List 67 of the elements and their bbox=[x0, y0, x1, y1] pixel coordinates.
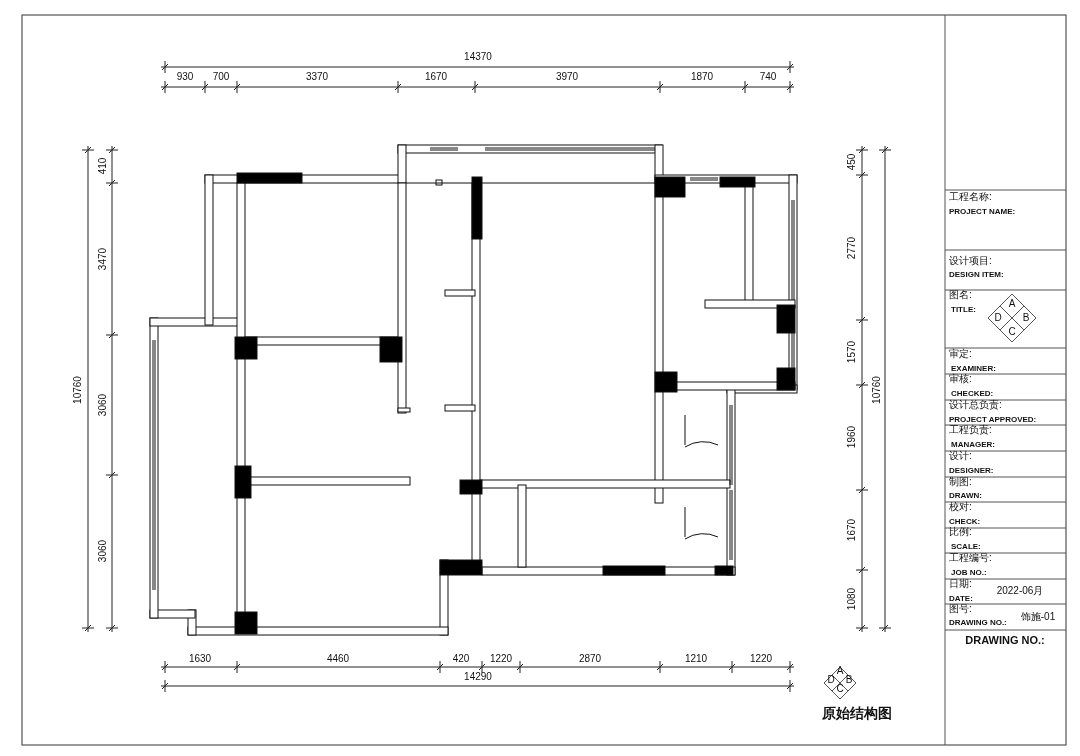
dimension-label: 14290 bbox=[464, 672, 492, 682]
field-label: DATE: bbox=[949, 595, 973, 603]
dimension-label: 1870 bbox=[690, 72, 714, 82]
dimension-label: 1570 bbox=[847, 340, 857, 364]
field-label: CHECKED: bbox=[951, 390, 994, 398]
dimension-label: 700 bbox=[212, 72, 230, 82]
dimension-label: 10760 bbox=[872, 376, 882, 404]
field-label: 设计总负责: bbox=[949, 400, 1002, 410]
field-label: PROJECT NAME: bbox=[949, 208, 1016, 216]
field-label: 图名: bbox=[949, 290, 972, 300]
dimension-label: 1220 bbox=[749, 654, 773, 664]
field-label: DRAWN: bbox=[949, 492, 982, 500]
field-label: 日期: bbox=[949, 579, 972, 589]
field-label: 比例: bbox=[949, 527, 972, 537]
field-label: 审定: bbox=[949, 349, 972, 359]
field-label: PROJECT APPROVED: bbox=[949, 416, 1037, 424]
field-label: JOB NO.: bbox=[951, 569, 987, 577]
dimension-label: 930 bbox=[176, 72, 194, 82]
field-label: CHECK: bbox=[949, 518, 981, 526]
dimension-label: 1080 bbox=[847, 587, 857, 611]
field-value: 2022-06月 bbox=[996, 586, 1044, 596]
field-label: 工程名称: bbox=[949, 192, 992, 202]
field-label: 工程编号: bbox=[949, 553, 992, 563]
dimension-label: 1960 bbox=[847, 425, 857, 449]
dimension-label: 3470 bbox=[98, 247, 108, 271]
dimension-label: 10760 bbox=[73, 376, 83, 404]
dimension-label: 3060 bbox=[98, 539, 108, 563]
field-label: EXAMINER: bbox=[951, 365, 996, 373]
drawing-title: 原始结构图 bbox=[822, 706, 892, 720]
field-label: 工程负责: bbox=[949, 425, 992, 435]
dimension-label: 1670 bbox=[847, 518, 857, 542]
dimension-label: 4460 bbox=[326, 654, 350, 664]
dimension-label: 3970 bbox=[555, 72, 579, 82]
dimension-label: 1210 bbox=[684, 654, 708, 664]
symbol-letter: D bbox=[994, 313, 1002, 323]
field-label: 设计: bbox=[949, 451, 972, 461]
field-label: DRAWING NO.: bbox=[949, 619, 1007, 627]
dimension-label: 3370 bbox=[305, 72, 329, 82]
field-label: TITLE: bbox=[951, 306, 976, 314]
symbol-letter: A bbox=[1008, 299, 1016, 309]
field-label: 设计项目: bbox=[949, 256, 992, 266]
symbol-letter: B bbox=[845, 675, 853, 685]
dimension-label: 2870 bbox=[578, 654, 602, 664]
field-label: 审核: bbox=[949, 374, 972, 384]
dimension-label: 740 bbox=[759, 72, 777, 82]
symbol-letter: D bbox=[827, 675, 835, 685]
dimension-label: 14370 bbox=[464, 52, 492, 62]
dimension-label: 450 bbox=[847, 153, 857, 171]
field-value: 饰施-01 bbox=[1020, 612, 1056, 622]
field-label: 校对: bbox=[949, 502, 972, 512]
dimension-label: 1630 bbox=[188, 654, 212, 664]
dimension-label: 420 bbox=[452, 654, 470, 664]
dimension-label: 1670 bbox=[424, 72, 448, 82]
field-label: 制图: bbox=[949, 477, 972, 487]
dimension-label: 1220 bbox=[489, 654, 513, 664]
field-label: DESIGN ITEM: bbox=[949, 271, 1004, 279]
field-label: DRAWING NO.: bbox=[965, 634, 1045, 646]
field-label: SCALE: bbox=[951, 543, 981, 551]
field-label: MANAGER: bbox=[951, 441, 995, 449]
dimension-label: 3060 bbox=[98, 393, 108, 417]
symbol-letter: C bbox=[1008, 327, 1016, 337]
symbol-letter: C bbox=[836, 684, 844, 694]
symbol-letter: B bbox=[1022, 313, 1030, 323]
dimension-label: 2770 bbox=[847, 236, 857, 260]
field-label: DESIGNER: bbox=[949, 467, 994, 475]
field-label: 图号: bbox=[949, 604, 972, 614]
dimension-label: 410 bbox=[98, 157, 108, 175]
